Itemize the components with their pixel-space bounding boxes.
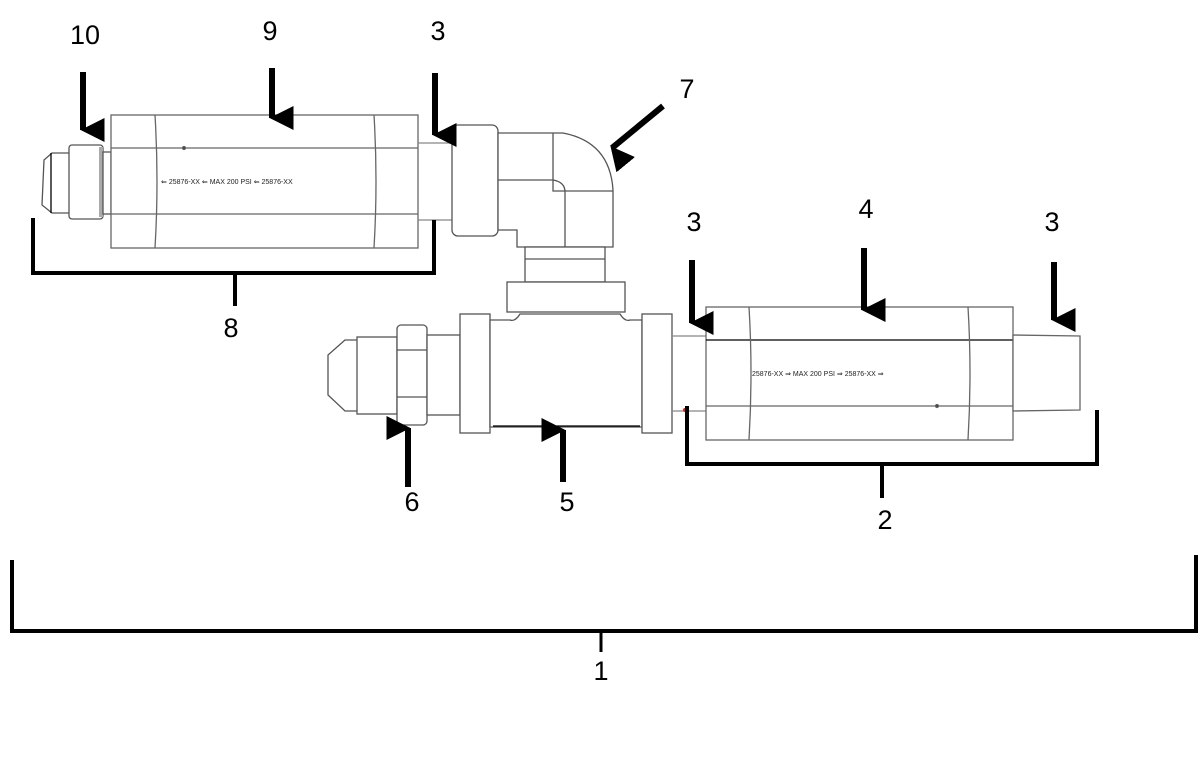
tee-body-5: [459, 313, 673, 434]
arrow-7: [610, 103, 665, 173]
callout-3-lower: 3: [686, 207, 702, 237]
callout-5: 5: [559, 487, 575, 517]
connector-3-lower-left: [672, 335, 706, 412]
connector-3-outlet: [1012, 334, 1081, 412]
callout-9: 9: [262, 16, 278, 46]
svg-text:25876-XX ⇒ MAX 200 PSI ⇒ 25876: 25876-XX ⇒ MAX 200 PSI ⇒ 25876-XX ⇒: [752, 371, 884, 378]
callout-10: 10: [69, 20, 101, 50]
callout-2: 2: [877, 505, 893, 535]
callout-4: 4: [858, 194, 874, 224]
callout-arrows: [80, 68, 1076, 487]
callout-3-outlet: 3: [1044, 207, 1060, 237]
svg-text:⇐ 25876-XX ⇐ MAX 200 PSI ⇐ 258: ⇐ 25876-XX ⇐ MAX 200 PSI ⇐ 25876-XX: [161, 179, 293, 186]
callout-6: 6: [404, 487, 420, 517]
bracket-2: [685, 406, 1099, 466]
hex-nut-fitting-6: [327, 324, 461, 426]
upper-filter-body-9: [110, 114, 419, 249]
callout-1: 1: [593, 656, 609, 686]
connector-3-upper: [418, 142, 452, 221]
callout-8: 8: [223, 313, 239, 343]
callout-brackets: [10, 218, 1198, 652]
upper-filter-marking: ⇐ 25876-XX ⇐ MAX 200 PSI ⇐ 25876-XX: [161, 179, 293, 186]
elbow-7: [451, 124, 626, 313]
callout-7: 7: [679, 74, 695, 104]
bracket-1: [10, 555, 1198, 633]
lower-filter-assembly: 25876-XX ⇒ MAX 200 PSI ⇒ 25876-XX ⇒: [672, 306, 1081, 441]
upper-filter-assembly: ⇐ 25876-XX ⇐ MAX 200 PSI ⇐ 25876-XX: [41, 114, 452, 249]
end-fitting-10: [41, 144, 112, 220]
tee-assembly: [327, 313, 673, 434]
lower-filter-marking: 25876-XX ⇒ MAX 200 PSI ⇒ 25876-XX ⇒: [752, 371, 884, 378]
callout-3-upper: 3: [430, 16, 446, 46]
